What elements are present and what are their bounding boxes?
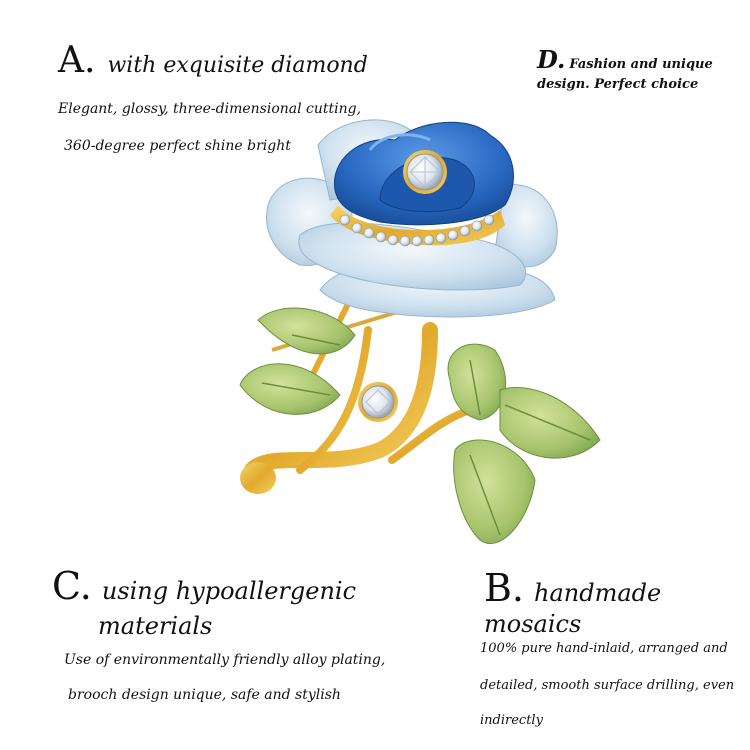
feature-c-line-2: brooch design unique, safe and stylish: [68, 687, 341, 703]
feature-c-title-1: using hypoallergenic: [101, 577, 357, 605]
feature-d-letter: D.: [537, 45, 566, 74]
feature-a-line-1: Elegant, glossy, three-dimensional cutti…: [58, 101, 362, 117]
feature-c-heading: C. using hypoallergenic: [52, 567, 357, 605]
feature-a-title: with exquisite diamond: [107, 53, 368, 78]
feature-c-title-2: materials: [98, 612, 213, 640]
stem-diamond: [358, 382, 398, 422]
feature-b-heading: B.handmade mosaics: [484, 566, 750, 638]
feature-c-line-1: Use of environmentally friendly alloy pl…: [64, 652, 386, 668]
right-leaves: [447, 343, 601, 544]
left-leaves: [239, 307, 356, 415]
feature-b-line-1: 100% pure hand-inlaid, arranged and: [480, 641, 728, 656]
feature-a-heading: A. with exquisite diamond: [58, 40, 368, 81]
feature-b-line-2: detailed, smooth surface drilling, even: [480, 678, 735, 693]
feature-c-letter: C.: [52, 564, 92, 608]
center-diamond: [403, 150, 447, 194]
feature-d-title: Fashion and unique design. Perfect choic…: [537, 57, 713, 92]
feature-b-line-3: indirectly: [480, 713, 543, 728]
feature-a-line-2: 360-degree perfect shine bright: [64, 138, 291, 154]
feature-b-title: handmade mosaics: [484, 579, 662, 638]
feature-a-letter: A.: [58, 40, 96, 81]
crystal-band: [330, 205, 505, 247]
outer-petals: [266, 119, 558, 318]
feature-b-letter: B.: [484, 566, 525, 610]
feature-d-heading: D.Fashion and unique design. Perfect cho…: [537, 48, 727, 95]
